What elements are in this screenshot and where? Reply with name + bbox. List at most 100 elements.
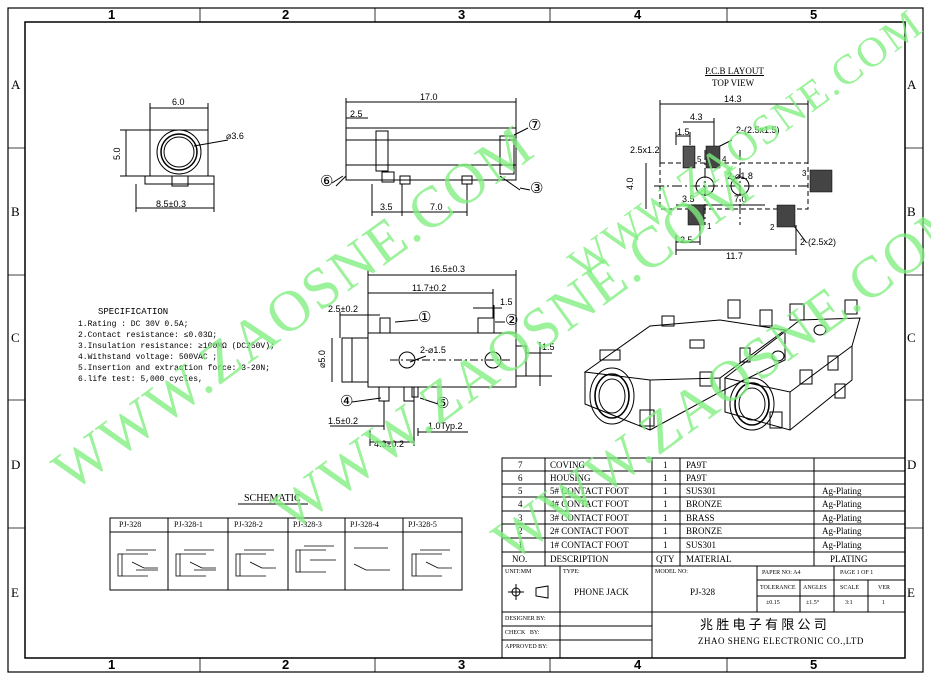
col-2-top: 2 (282, 7, 290, 22)
front-hole-dim: ⌀3.6 (226, 131, 244, 141)
bom-material: BRONZE (686, 499, 722, 509)
row-d-left: D (11, 457, 21, 472)
bom-desc: 1# CONTACT FOOT (550, 540, 629, 550)
col-5-bottom: 5 (810, 657, 818, 672)
bom-no: 1 (518, 540, 523, 550)
bom-desc: 3# CONTACT FOOT (550, 513, 629, 523)
schematic-header-1: PJ-328 (119, 520, 142, 529)
designer-label: DESIGNER BY: (505, 616, 546, 622)
pcb-width-dim: 14.3 (724, 94, 742, 104)
type-value: PHONE JACK (574, 587, 629, 597)
page-label: PAGE 1 OF 1 (840, 570, 874, 576)
company-name-en: ZHAO SHENG ELECTRONIC CO.,LTD (698, 636, 864, 646)
model-value: PJ-328 (690, 587, 716, 597)
bom-header-qty: QTY (656, 554, 675, 564)
bom-header-material: MATERIAL (686, 554, 732, 564)
bom-desc: 5# CONTACT FOOT (550, 486, 629, 496)
bom-desc: COVING (550, 460, 585, 470)
front-base-dim: 8.5±0.3 (156, 199, 186, 209)
side-length-dim: 17.0 (420, 92, 438, 102)
bom-no: 7 (518, 460, 523, 470)
col-4-bottom: 4 (634, 657, 642, 672)
pcb-pin-1: 1 (707, 222, 712, 231)
scale-value: 3:1 (845, 600, 853, 606)
bom-qty: 1 (663, 473, 668, 483)
col-3-bottom: 3 (458, 657, 466, 672)
pcb-25x12-dim: 2.5x1.2 (630, 145, 660, 155)
pcb-d117-dim: 11.7 (726, 251, 743, 261)
top-d43-dim: 4.3±0.2 (374, 439, 404, 449)
pcb-pin-4: 4 (722, 155, 727, 164)
row-c-left: C (11, 330, 20, 345)
bom-qty: 1 (663, 486, 668, 496)
spec-line-2: 2.Contact resistance: ≤0.03Ω; (78, 331, 218, 340)
angles-label: ANGLES (803, 585, 827, 591)
pcb-pad-top-dim: 2-(2.5x1.5) (736, 125, 780, 135)
tolerance-label: TOLERANCE (760, 585, 796, 591)
bom-header-plating: PLATING (830, 554, 868, 564)
side-view (331, 98, 531, 216)
bom-plating: Ag-Plating (822, 486, 862, 496)
bom-desc: 2# CONTACT FOOT (550, 526, 629, 536)
schematic-header-3: PJ-328-2 (234, 520, 263, 529)
bom-material: BRASS (686, 513, 715, 523)
col-3-top: 3 (458, 7, 466, 22)
bom-no: 6 (518, 473, 523, 483)
callout-7: ⑦ (528, 118, 542, 134)
pcb-pads (682, 145, 833, 228)
model-label: MODEL NO: (655, 569, 688, 575)
pcb-d70-dim: 7.0 (734, 194, 747, 204)
paper-label: PAPER NO: A4 (762, 570, 801, 576)
pcb-pad-bottom-dim: 2-(2.5x2) (800, 237, 837, 247)
callout-3: ③ (530, 181, 544, 197)
row-e-left: E (11, 585, 19, 600)
ver-value: 1 (882, 600, 885, 606)
bom-qty: 1 (663, 499, 668, 509)
bom-plating: Ag-Plating (822, 526, 862, 536)
bom-desc: 4# CONTACT FOOT (550, 499, 629, 509)
callout-1: ① (418, 310, 432, 326)
approved-label: APPROVED BY: (505, 644, 548, 650)
top-holes-dim: 2-⌀1.5 (420, 345, 446, 355)
row-e-right: E (907, 585, 915, 600)
bom-qty: 1 (663, 526, 668, 536)
bom-plating: Ag-Plating (822, 513, 862, 523)
schematic-header-4: PJ-328-3 (293, 520, 322, 529)
pcb-title: P.C.B LAYOUT (705, 66, 764, 76)
schematic-header-5: PJ-328-4 (350, 520, 379, 529)
col-4-top: 4 (634, 7, 642, 22)
col-2-bottom: 2 (282, 657, 290, 672)
check-label: CHECK BY: (505, 630, 540, 636)
top-d15b-dim: 1.5 (542, 342, 555, 352)
bom-plating: Ag-Plating (822, 499, 862, 509)
side-d1-dim: 2.5 (350, 109, 363, 119)
scale-label: SCALE (840, 585, 860, 591)
pcb-holes-dim: 2-⌀1.8 (727, 171, 753, 181)
pcb-d43-dim: 4.3 (690, 112, 703, 122)
row-a-left: A (11, 77, 21, 92)
pcb-subtitle: TOP VIEW (712, 78, 755, 88)
top-d117-dim: 11.7±0.2 (412, 283, 447, 293)
type-label: TYPE: (563, 569, 580, 575)
unit-label: UNIT:MM (505, 569, 532, 575)
bom-qty: 1 (663, 540, 668, 550)
bom-no: 2 (518, 526, 523, 536)
angles-value: ±1.5° (806, 600, 820, 606)
top-d165-dim: 16.5±0.3 (430, 264, 465, 274)
bom-header-no: NO. (512, 554, 528, 564)
row-d-right: D (907, 457, 917, 472)
bom-no: 5 (518, 486, 523, 496)
pcb-d35-dim: 3.5 (682, 194, 695, 204)
top-typ-dim: 1.0Typ.2 (428, 421, 463, 431)
row-b-left: B (11, 204, 20, 219)
pcb-pin-2: 2 (770, 223, 775, 232)
title-grid (501, 565, 906, 659)
schematic-header-2: PJ-328-1 (174, 520, 203, 529)
top-d25-dim: 2.5±0.2 (328, 304, 358, 314)
bom-qty: 1 (663, 513, 668, 523)
spec-line-1: 1.Rating : DC 30V 0.5A; (78, 320, 189, 329)
callout-2: ② (505, 313, 519, 329)
spec-line-4: 4.Withstand voltage: 500VAC ; (78, 353, 218, 362)
specification-block: SPECIFICATION 1.Rating : DC 30V 0.5A; 2.… (78, 307, 275, 385)
